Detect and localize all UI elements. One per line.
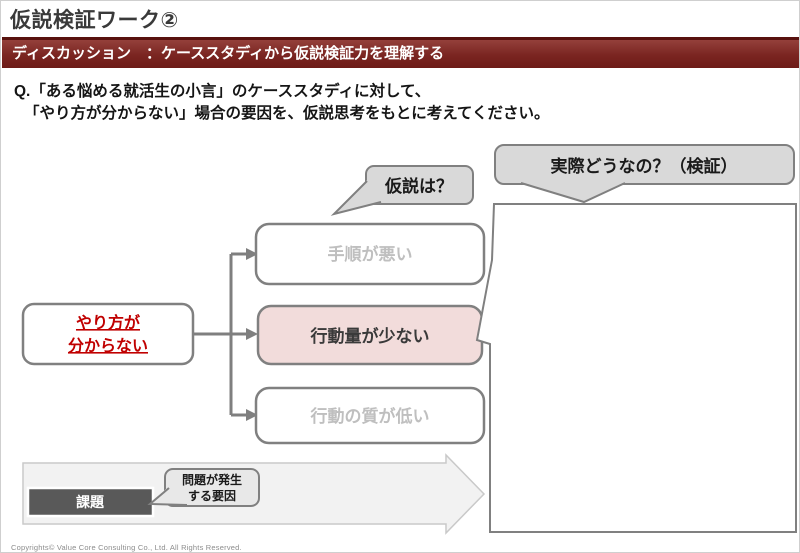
discussion-banner: ディスカッション ：ケーススタディから仮説検証力を理解する — [2, 37, 799, 68]
verify-bubble-label: 実際どうなの？（検証） — [551, 156, 738, 176]
issue-callout-tail-outline — [147, 487, 188, 506]
verify-bubble-tail-outline — [520, 182, 626, 204]
arrowhead-middle — [246, 328, 258, 340]
issue-callout-bubble — [164, 468, 260, 507]
page-title: 仮説検証ワーク② — [10, 9, 179, 32]
connector-lines — [193, 252, 247, 417]
hypothesis-box-1-label: 手順が悪い — [328, 244, 413, 264]
issue-callout-line2: する要因 — [188, 488, 236, 503]
arrowhead-top — [246, 248, 258, 260]
hypothesis-box-2-label: 行動量が少ない — [310, 326, 430, 346]
cause-box-line1: やり方が — [76, 313, 140, 332]
hypothesis-box-3 — [254, 386, 486, 445]
hypothesis-box-1 — [254, 222, 486, 286]
hypothesis-bubble-label: 仮説は？ — [384, 176, 453, 196]
copyright-footer: Copyrights© Value Core Consulting Co., L… — [11, 543, 242, 552]
issue-callout-tail — [150, 486, 187, 504]
hypothesis-box-3-label: 行動の質が低い — [310, 406, 430, 426]
question-line2: 「やり方が分からない」場合の要因を、仮説思考をもとに考えてください。 — [24, 105, 550, 122]
verification-area-box — [475, 203, 797, 533]
arrowhead-bottom — [246, 409, 258, 421]
issue-callout-line1: 問題が発生 — [182, 472, 242, 487]
issue-box — [26, 486, 155, 518]
question-line1: Q.「ある悩める就活生の小言」のケーススタディに対して、 — [14, 83, 431, 100]
cause-box-line2: 分からない — [68, 337, 148, 355]
verify-bubble — [494, 144, 795, 185]
verify-bubble-tail — [521, 182, 625, 202]
question-text: Q.「ある悩める就活生の小言」のケーススタディに対して、 「やり方が分からない」… — [14, 81, 549, 125]
hypothesis-bubble-tail-outline — [330, 180, 382, 216]
cause-box — [21, 302, 195, 366]
issue-box-label: 課題 — [76, 494, 105, 510]
